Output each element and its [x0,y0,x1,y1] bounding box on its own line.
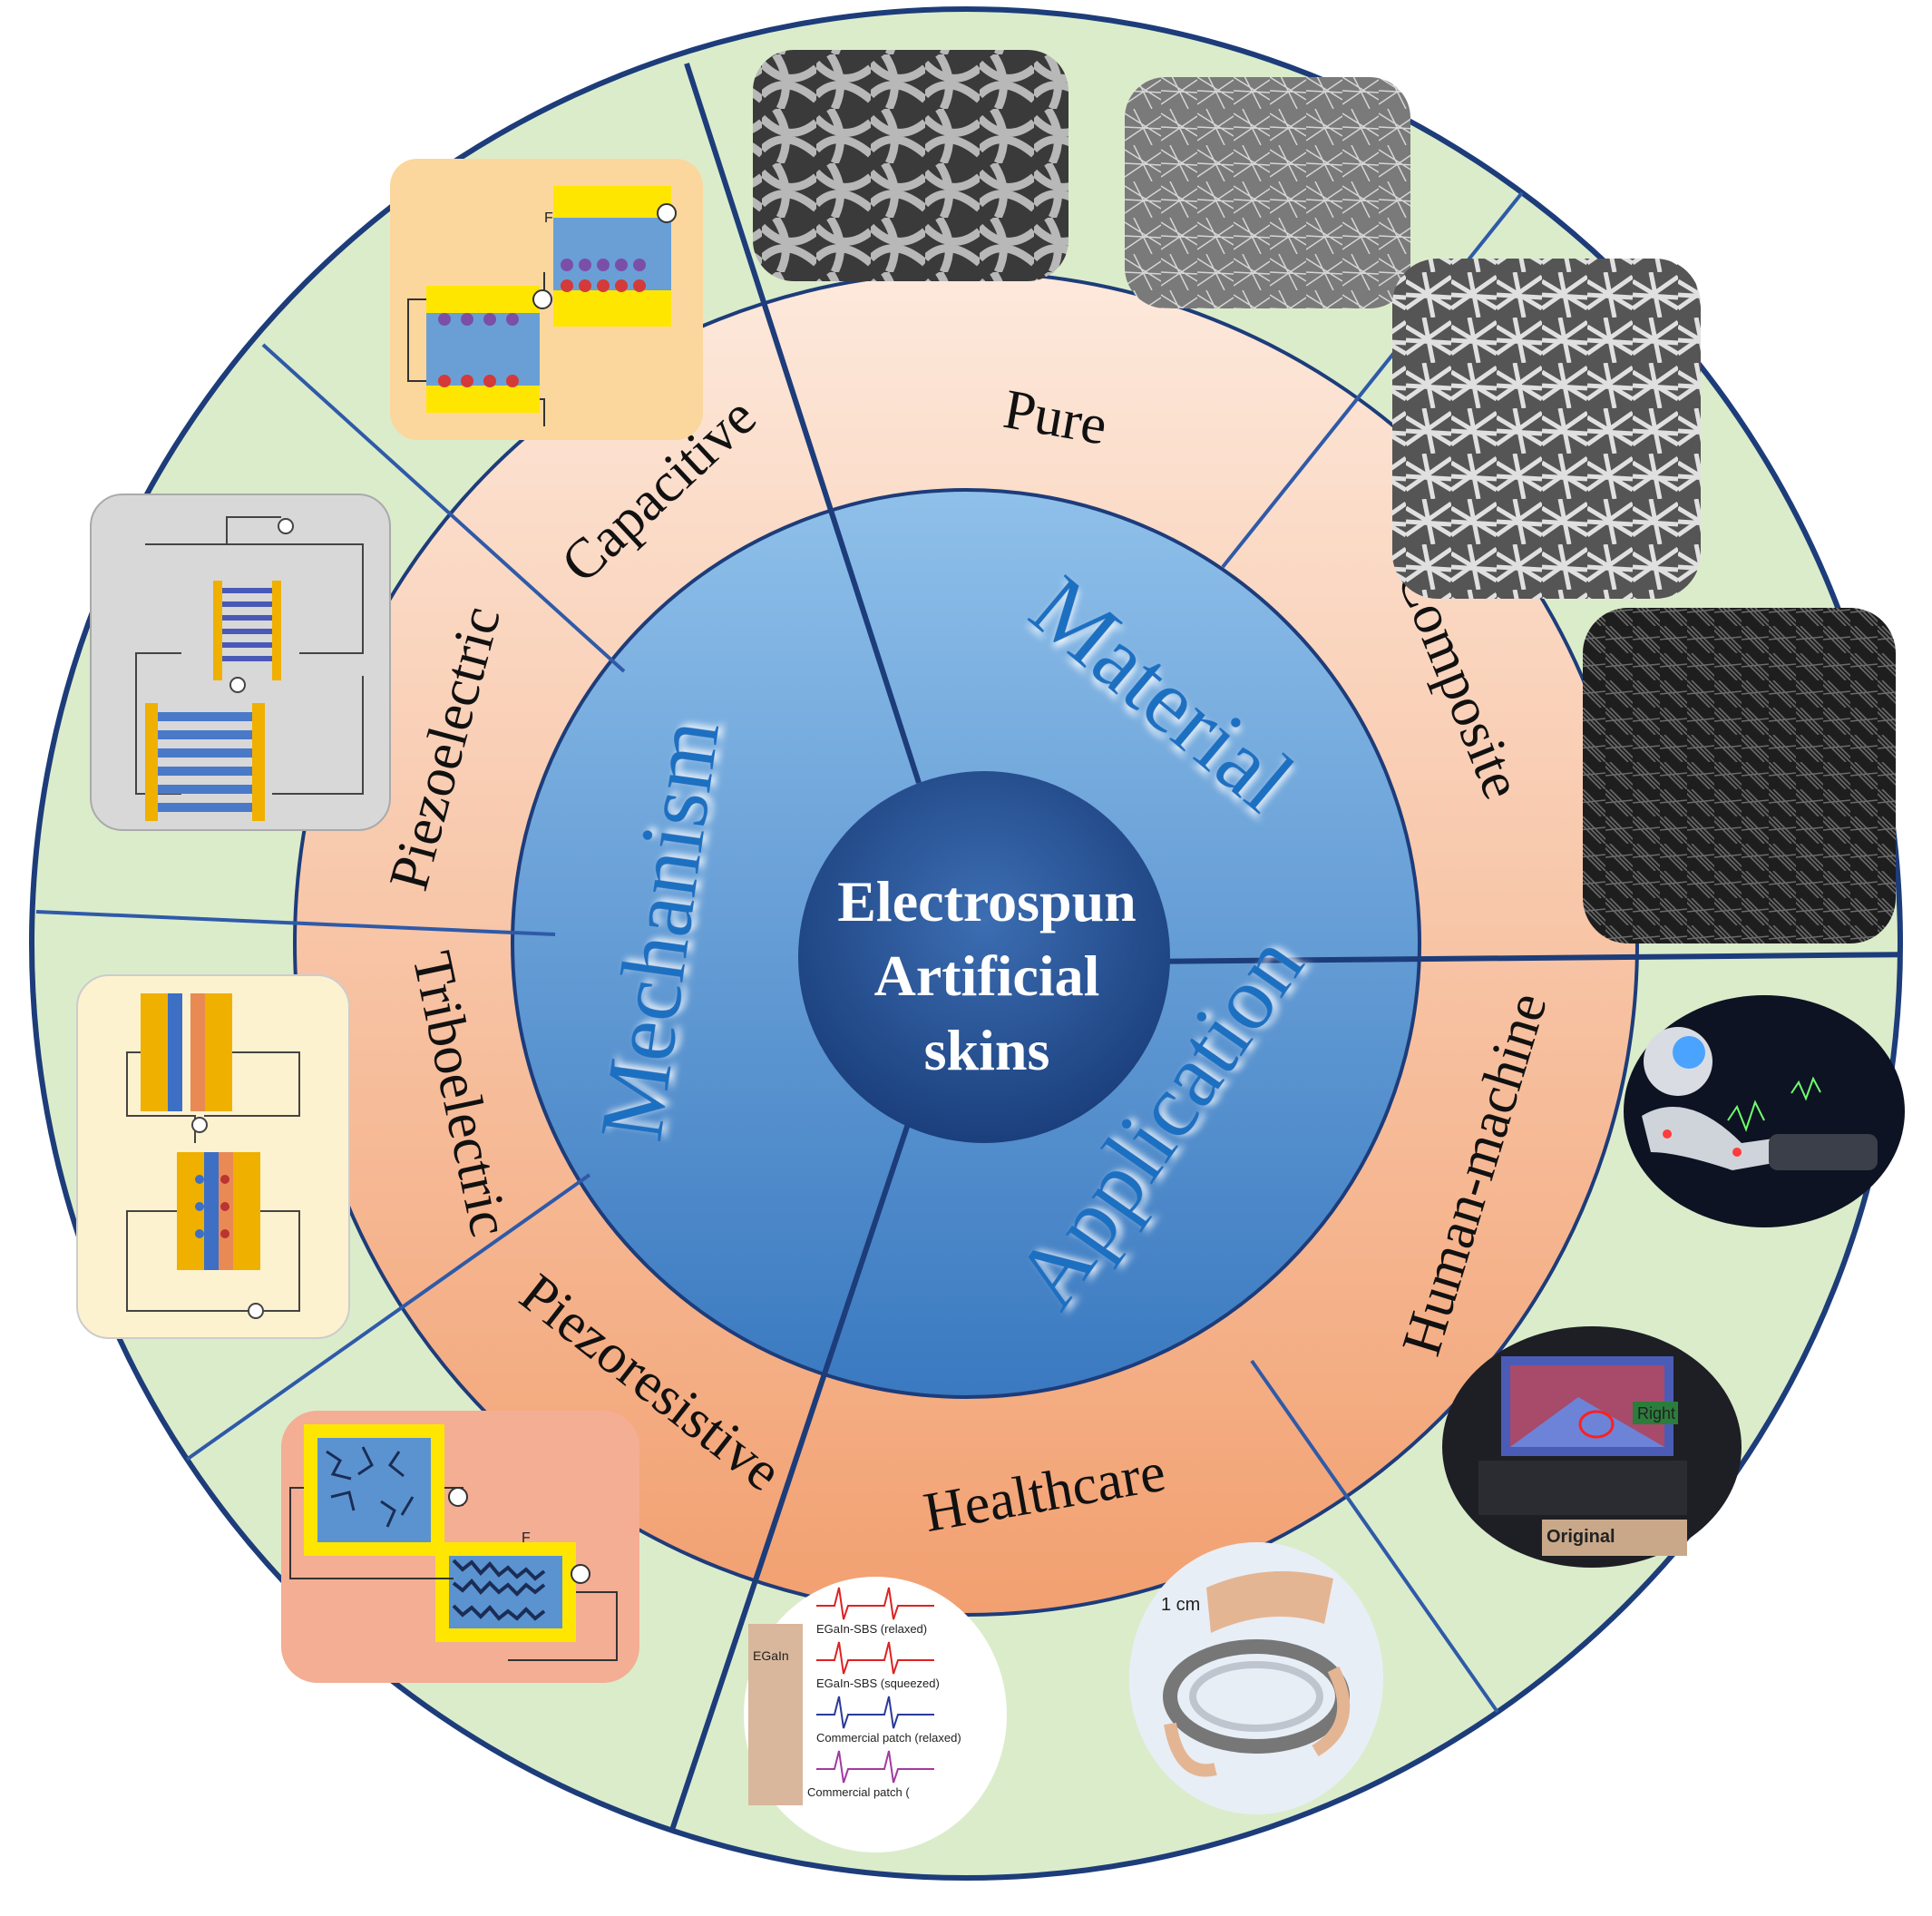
sem-image-pure-2 [1125,77,1410,308]
piezoresistive-force-label: F [522,1530,531,1546]
ecg-image: EGaIn EGaIn-SBS (relaxed) EGaIn-SBS (squ… [744,1577,1007,1852]
ecg-label-2: EGaIn-SBS (squeezed) [816,1676,940,1690]
center-line-2: Artificial [874,943,1100,1008]
divider-capacitive-piezoelectric [261,343,626,673]
sem-image-pure-1 [753,50,1068,281]
divider-triboelectric-piezoresistive [171,1173,591,1471]
ecg-side-label: EGaIn [753,1648,789,1663]
capacitive-force-label: F [544,210,553,226]
game-right-label: Right [1637,1404,1675,1422]
divider-material-application [1133,952,1900,964]
ecg-label-3: Commercial patch (relaxed) [816,1731,961,1745]
triboelectric-device-illustration [76,974,350,1339]
divider-humanmachine-healthcare [1250,1359,1508,1725]
piezoresistive-device-illustration: F [281,1411,639,1683]
ecg-label-1: EGaIn-SBS (relaxed) [816,1622,927,1636]
sem-image-composite-2 [1583,608,1896,943]
divider-pure-composite [1221,189,1526,569]
ecg-label-4: Commercial patch ( [807,1785,910,1799]
game-original-label: Original [1547,1527,1615,1547]
piezoelectric-device-illustration [90,494,391,831]
divider-piezoelectric-triboelectric [35,910,556,936]
wearable-device-image: 1 cm [1129,1542,1383,1814]
center-circle [798,771,1170,1143]
robot-image [1624,995,1905,1227]
center-line-1: Electrospun [837,869,1137,934]
scale-bar-label: 1 cm [1161,1595,1200,1615]
sem-image-composite-1 [1392,259,1701,599]
divider-mechanism-material [684,63,922,784]
capacitive-device-illustration: F [390,159,703,440]
divider-application-mechanism [650,1104,917,1878]
laptop-game-image: Right Original [1442,1326,1742,1568]
center-line-3: skins [924,1018,1050,1082]
